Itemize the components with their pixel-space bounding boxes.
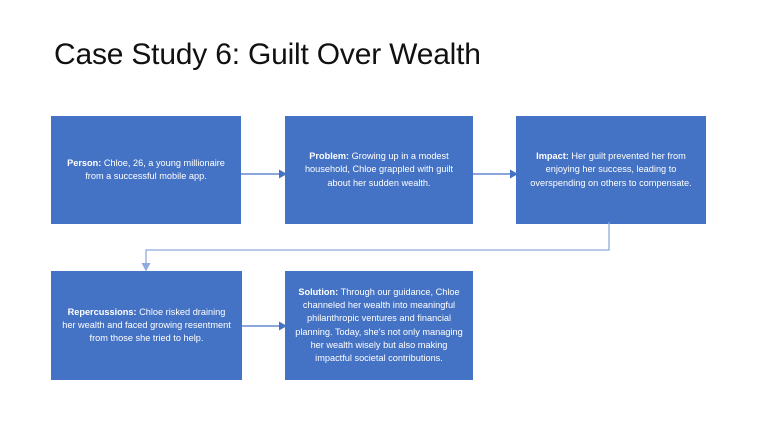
flow-node-solution-text: Solution: Through our guidance, Chloe ch… [294,286,464,365]
flow-node-person[interactable]: Person: Chloe, 26, a young millionaire f… [51,116,241,224]
connector-impact-to-repercussions [140,222,616,276]
flow-node-solution-body: Through our guidance, Chloe channeled he… [295,286,463,363]
flow-node-problem-label: Problem: [309,151,350,162]
flow-node-repercussions[interactable]: Repercussions: Chloe risked draining her… [51,271,242,380]
flow-node-impact[interactable]: Impact: Her guilt prevented her from enj… [516,116,706,224]
flow-node-person-body: Chloe, 26, a young millionaire from a su… [85,157,225,181]
flow-node-problem[interactable]: Problem: Growing up in a modest househol… [285,116,473,224]
flow-node-problem-body: Growing up in a modest household, Chloe … [304,151,454,188]
flow-node-problem-text: Problem: Growing up in a modest househol… [294,150,464,190]
flow-node-solution-label: Solution: [298,286,339,297]
flow-node-person-label: Person: [67,157,102,168]
connector-repercussions-to-solution [242,312,287,340]
flow-node-impact-text: Impact: Her guilt prevented her from enj… [525,150,697,190]
flow-node-repercussions-text: Repercussions: Chloe risked draining her… [60,306,233,346]
flow-node-person-text: Person: Chloe, 26, a young millionaire f… [60,157,232,183]
connector-problem-to-impact [473,160,518,188]
flow-node-repercussions-body: Chloe risked draining her wealth and fac… [62,306,231,344]
flow-node-impact-label: Impact: [536,151,569,162]
flow-node-impact-body: Her guilt prevented her from enjoying he… [530,151,692,188]
flow-node-solution[interactable]: Solution: Through our guidance, Chloe ch… [285,271,473,380]
flow-node-repercussions-label: Repercussions: [67,306,137,317]
connector-person-to-problem [241,160,287,188]
page-title: Case Study 6: Guilt Over Wealth [54,38,481,71]
